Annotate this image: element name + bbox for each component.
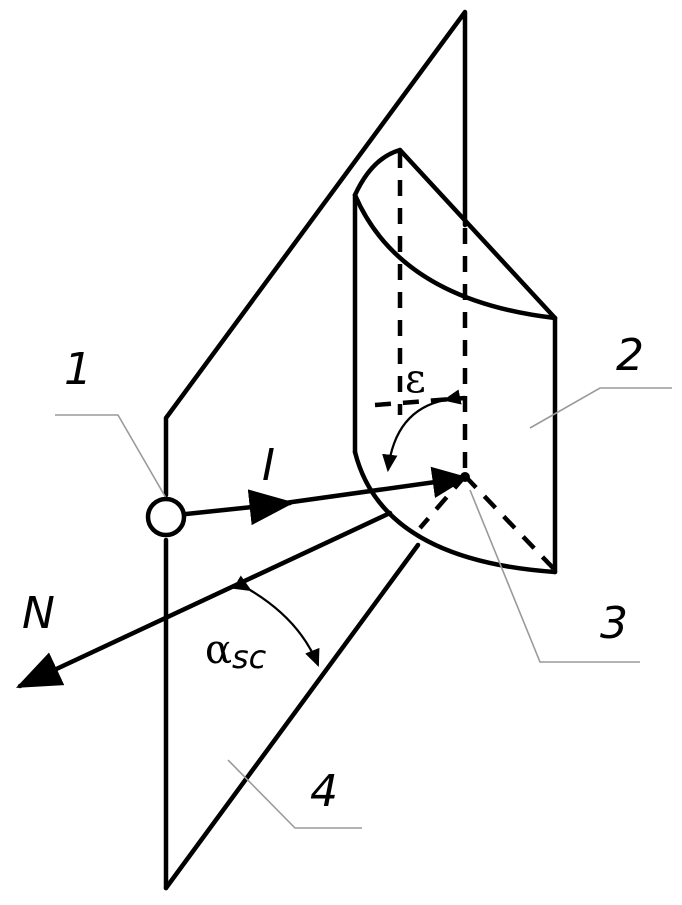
half-cylinder-2	[352, 147, 558, 575]
label-current: I	[262, 440, 275, 491]
connector-1	[145, 496, 187, 538]
label-4: 4	[310, 766, 338, 817]
label-normal: N	[22, 588, 55, 639]
label-3: 3	[600, 598, 628, 649]
label-1: 1	[64, 344, 92, 395]
label-alpha: α	[205, 627, 232, 673]
alpha-arc	[232, 575, 320, 668]
leader-4	[227, 759, 362, 829]
label-alpha-subscript: sc	[232, 638, 267, 676]
leader-3	[469, 489, 640, 663]
leader-2	[529, 387, 672, 429]
label-epsilon: ε	[405, 356, 426, 402]
leader-1	[55, 414, 167, 499]
label-2: 2	[616, 330, 644, 381]
normal-vector	[15, 510, 393, 689]
current-vector	[183, 466, 469, 526]
plane-4	[163, 9, 468, 891]
epsilon-arc	[382, 389, 462, 473]
